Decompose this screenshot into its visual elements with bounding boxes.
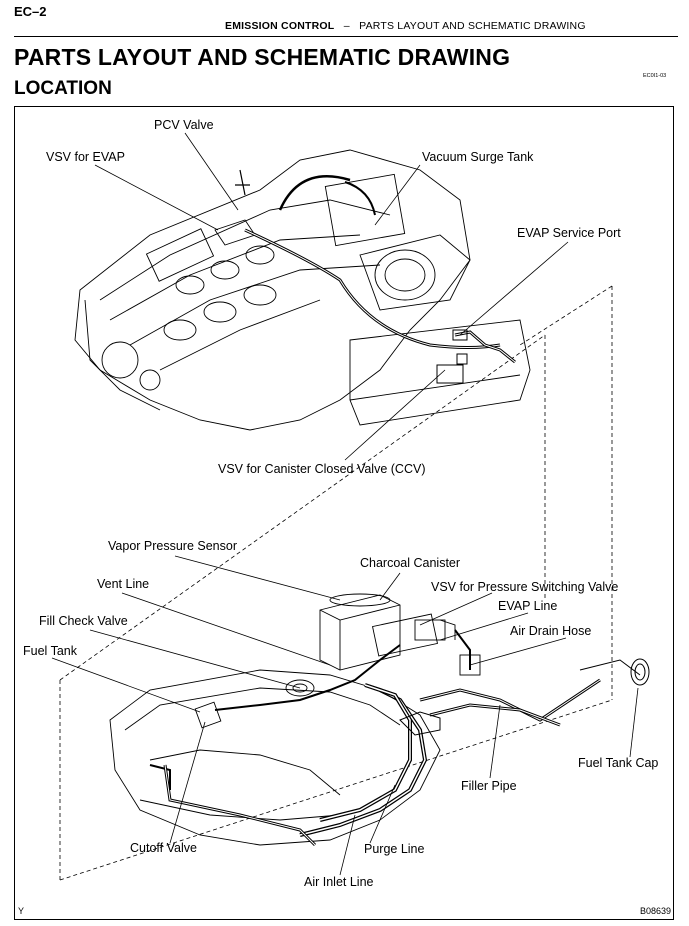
tank-routing-lines: [163, 644, 650, 847]
label-vsv-for-evap: VSV for EVAP: [46, 150, 125, 164]
label-vent-line: Vent Line: [97, 577, 150, 591]
header-separator: –: [343, 20, 350, 32]
label-fill-check-valve: Fill Check Valve: [39, 614, 128, 628]
illustration-frame: [14, 106, 674, 920]
label-air-inlet-line: Air Inlet Line: [304, 875, 374, 889]
reference-code: EC0I1-03: [643, 73, 667, 79]
page-code: EC–2: [14, 4, 47, 19]
section-name: EMISSION CONTROL: [225, 20, 335, 32]
corner-mark-left: Y: [18, 906, 25, 916]
label-cutoff-valve: Cutoff Valve: [130, 841, 197, 855]
engine-evap-hoses: [244, 228, 516, 384]
page-subtitle: LOCATION: [14, 78, 112, 99]
label-filler-pipe: Filler Pipe: [461, 779, 517, 793]
label-evap-line: EVAP Line: [498, 599, 558, 613]
engine-illustration: [74, 149, 531, 431]
fuel-tank-illustration: [109, 669, 441, 846]
evap-lower-assembly: [319, 593, 481, 676]
label-vacuum-surge-tank: Vacuum Surge Tank: [422, 150, 534, 164]
leader-lines: [51, 132, 639, 876]
label-charcoal-canister: Charcoal Canister: [360, 556, 461, 570]
label-fuel-tank-cap: Fuel Tank Cap: [578, 756, 659, 770]
label-pcv-valve: PCV Valve: [154, 118, 214, 132]
label-vsv-pressure-switching: VSV for Pressure Switching Valve: [431, 580, 619, 594]
label-vapor-pressure-sensor: Vapor Pressure Sensor: [108, 539, 237, 553]
label-evap-service-port: EVAP Service Port: [517, 226, 621, 240]
label-fuel-tank: Fuel Tank: [23, 644, 77, 658]
running-header: EMISSION CONTROL – PARTS LAYOUT AND SCHE…: [225, 20, 586, 32]
dashed-projection-box: [59, 285, 613, 881]
label-air-drain-hose: Air Drain Hose: [510, 624, 592, 638]
page-title: PARTS LAYOUT AND SCHEMATIC DRAWING: [14, 44, 511, 70]
label-purge-line: Purge Line: [364, 842, 425, 856]
figure-number: B08639: [640, 906, 672, 916]
header-rule: [14, 36, 678, 37]
subsection-name: PARTS LAYOUT AND SCHEMATIC DRAWING: [359, 20, 586, 32]
label-vsv-for-ccv: VSV for Canister Closed Valve (CCV): [218, 462, 426, 476]
